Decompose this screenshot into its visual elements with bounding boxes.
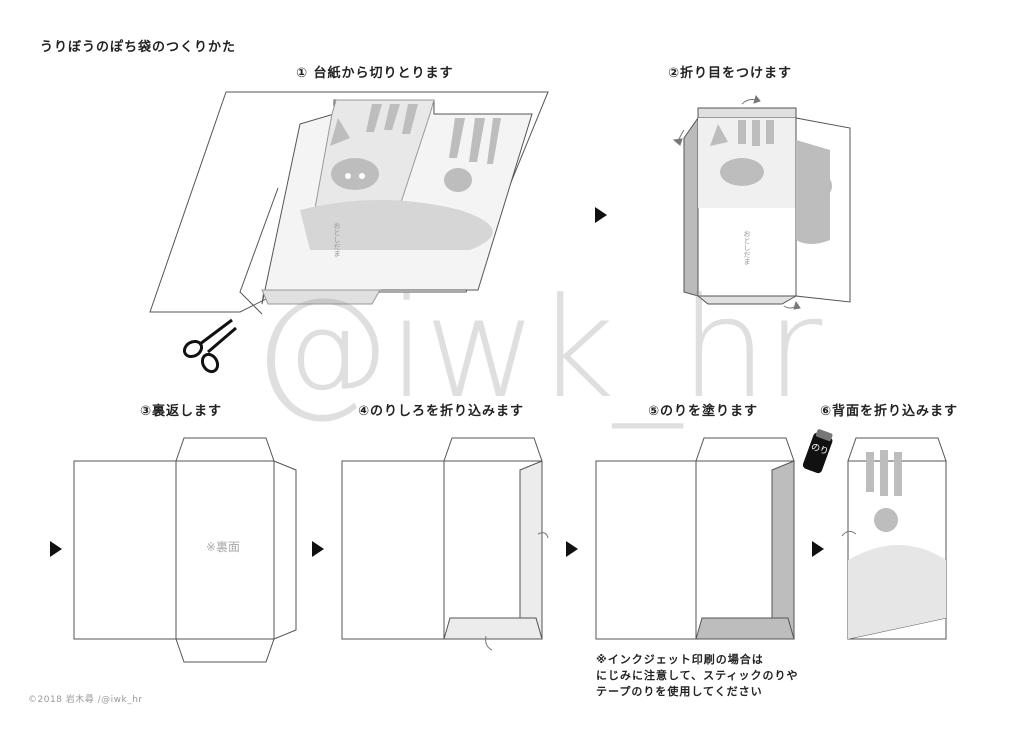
- boar-face-icon-2: [710, 120, 832, 196]
- back-side-label: ※裏面: [206, 540, 241, 554]
- watermark: @iwk_hr: [252, 268, 822, 429]
- next-arrow-icon-5: [812, 541, 824, 557]
- step-1-label: ① 台紙から切りとります: [296, 66, 454, 81]
- scissors-icon: [182, 318, 237, 374]
- step-4-label: ④のりしろを折り込みます: [358, 404, 525, 419]
- step-4-illustration: [341, 437, 549, 651]
- step-2-illustration: [683, 107, 851, 305]
- boar-nose-icon: [345, 173, 365, 179]
- next-arrow-icon-4: [566, 541, 578, 557]
- step-5-illustration: [595, 437, 795, 640]
- front-text-step1: おとしだま: [333, 222, 341, 257]
- fold-arrow-icon: [841, 530, 857, 537]
- copyright: ©2018 岩木尋 /@iwk_hr: [28, 695, 143, 705]
- step-3-label: ③裏返します: [140, 404, 223, 419]
- step-3-illustration: [73, 437, 297, 663]
- note-line-1: ※インクジェット印刷の場合は: [596, 653, 764, 666]
- note-line-3: テープのりを使用してください: [596, 685, 763, 698]
- page-title: うりぼうのぽち袋のつくりかた: [40, 40, 237, 55]
- glue-stick-icon: [802, 429, 833, 474]
- next-arrow-icon-3: [312, 541, 324, 557]
- fold-arrow-icons: [672, 94, 801, 310]
- boar-tail-icon: [866, 450, 902, 532]
- step-2-label: ②折り目をつけます: [668, 66, 793, 81]
- step-6-illustration: [847, 437, 947, 640]
- note-line-2: にじみに注意して、スティックのりや: [596, 669, 799, 682]
- step-6-label: ⑥背面を折り込みます: [820, 404, 959, 419]
- front-text: おとしだま: [743, 230, 751, 265]
- boar-face-icon: [300, 104, 501, 250]
- template-bottom-flap: [261, 289, 381, 305]
- step-5-label: ⑤のりを塗ります: [648, 404, 759, 419]
- peeled-edge: [239, 187, 279, 315]
- next-arrow-icon: [595, 207, 607, 223]
- inkjet-note: ※インクジェット印刷の場合は にじみに注意して、スティックのりや テープのりを使…: [596, 652, 798, 700]
- next-arrow-icon-2: [50, 541, 62, 557]
